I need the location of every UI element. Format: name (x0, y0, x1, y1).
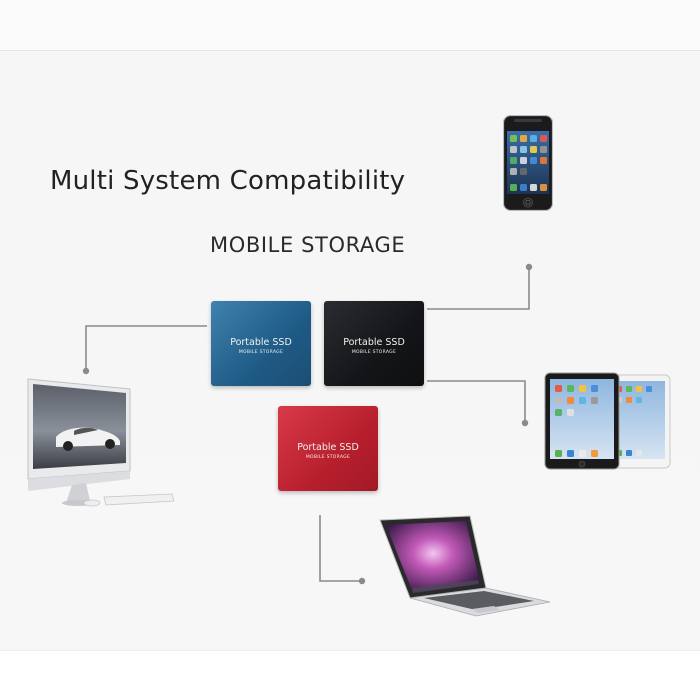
ssd-black-subtitle: MOBILE STORAGE (351, 350, 397, 355)
connector-phone (427, 267, 530, 310)
connector-tablet (427, 380, 526, 423)
ssd-black-title: Portable SSD (343, 337, 405, 348)
ssd-red-subtitle: MOBILE STORAGE (305, 455, 351, 460)
connector-laptop (319, 515, 362, 582)
connector-dot-tablet (521, 419, 529, 427)
ssd-blue-subtitle: MOBILE STORAGE (238, 350, 284, 355)
connector-dot-phone (525, 263, 533, 271)
laptop-icon (379, 515, 551, 617)
connector-desktop (85, 325, 207, 371)
connector-dot-laptop (358, 577, 366, 585)
connector-dot-desktop (82, 367, 90, 375)
desktop-computer-icon (27, 378, 175, 507)
ssd-red: Portable SSD MOBILE STORAGE (278, 406, 378, 491)
ssd-red-title: Portable SSD (297, 442, 359, 453)
ssd-blue-title: Portable SSD (230, 337, 292, 348)
tablet-icon (544, 372, 671, 470)
smartphone-icon (503, 115, 553, 211)
ssd-blue: Portable SSD MOBILE STORAGE (211, 301, 311, 386)
top-divider (0, 50, 700, 51)
bottom-divider (0, 650, 700, 651)
ssd-black: Portable SSD MOBILE STORAGE (324, 301, 424, 386)
subheadline: MOBILE STORAGE (210, 233, 406, 257)
headline: Multi System Compatibility (50, 166, 406, 196)
